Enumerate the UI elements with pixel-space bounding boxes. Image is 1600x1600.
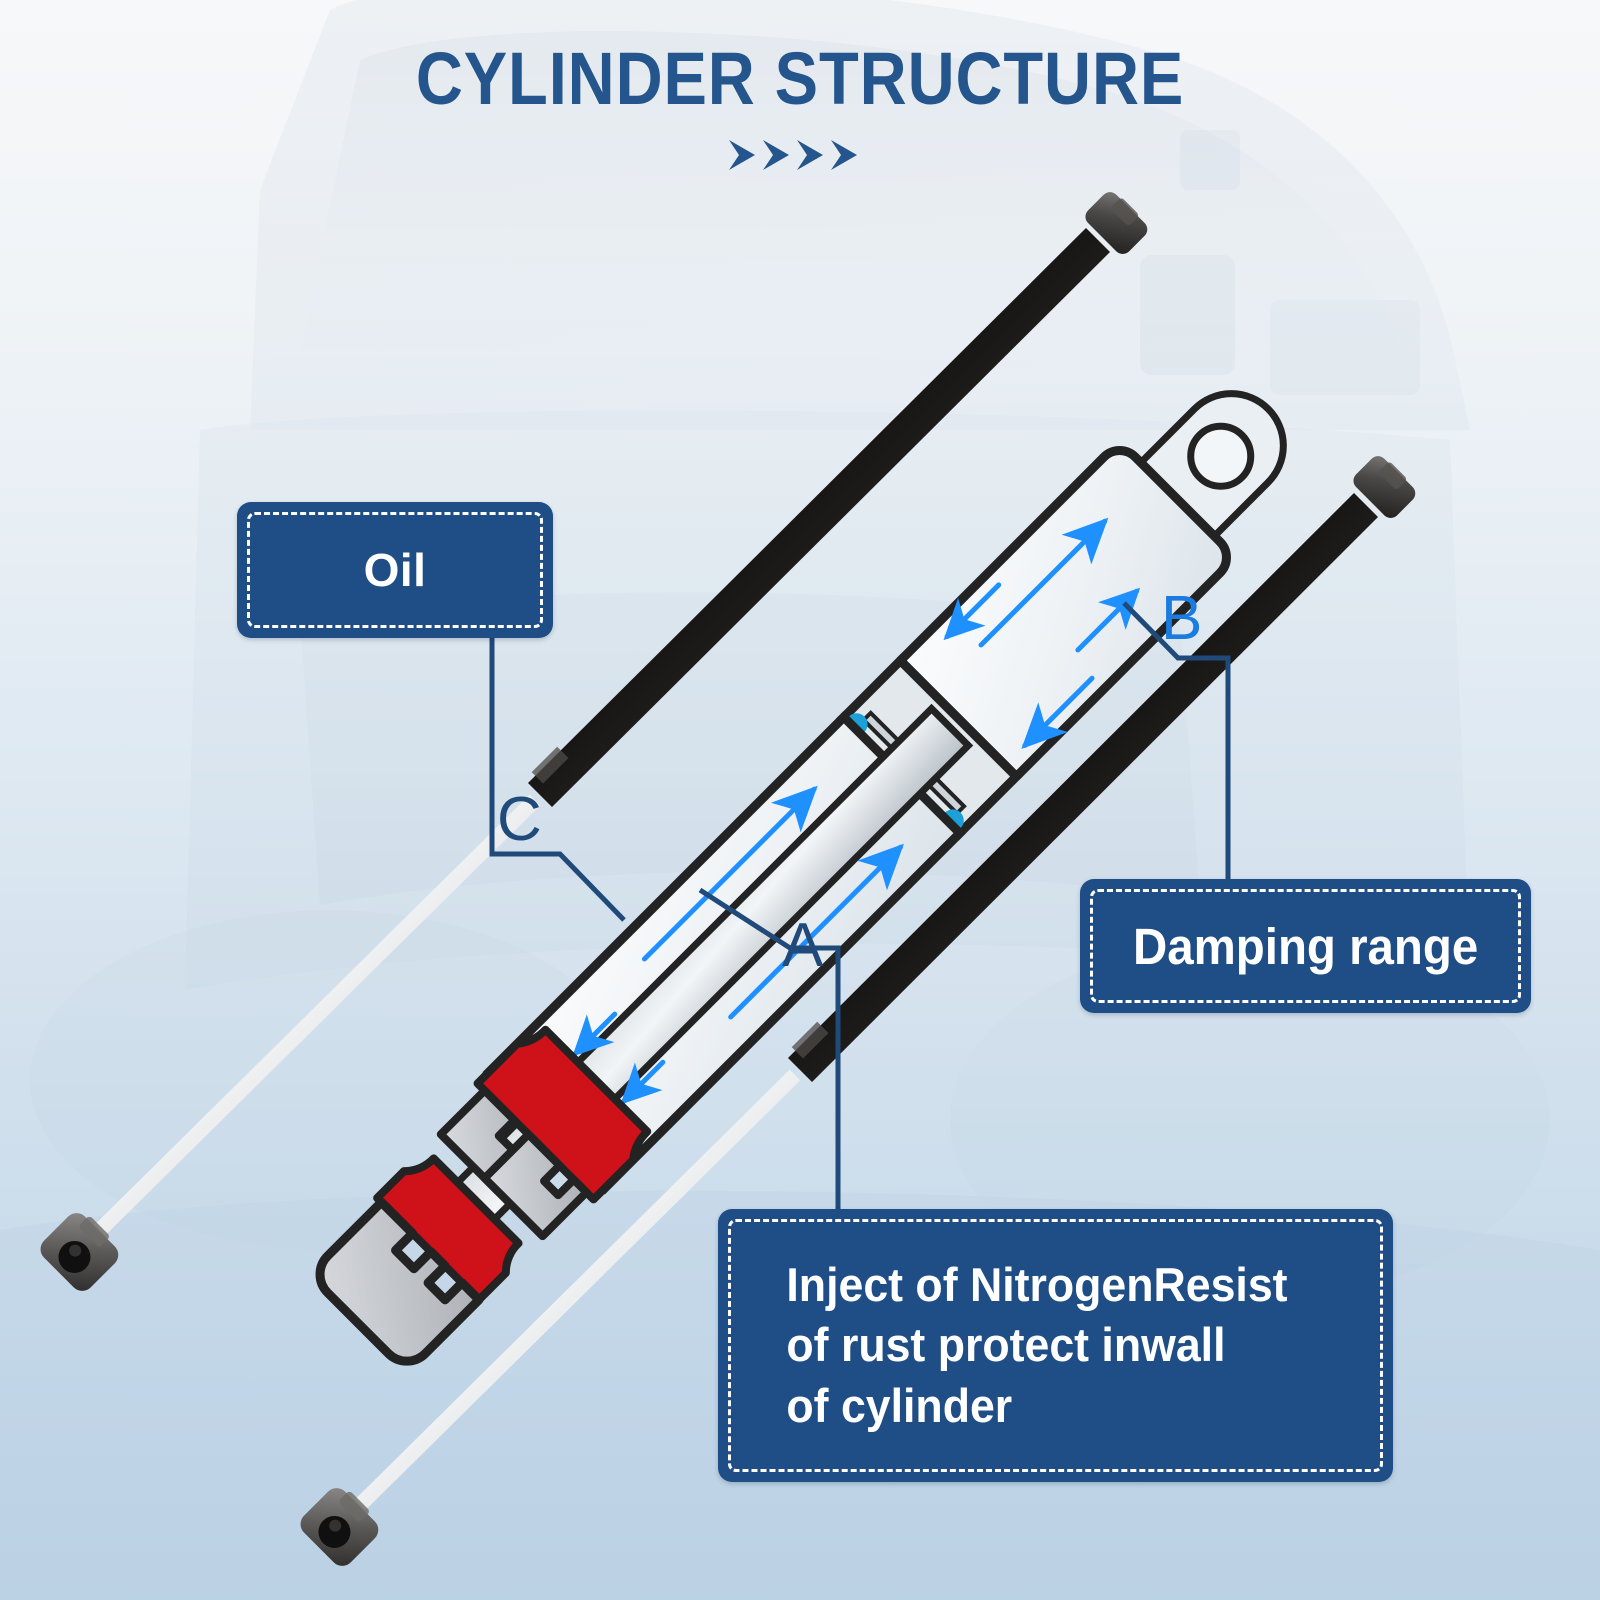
strut-rod-lower — [354, 1069, 801, 1511]
callout-inject-label: Inject of NitrogenResist of rust protect… — [718, 1255, 1359, 1435]
callout-oil[interactable]: Oil — [237, 502, 553, 638]
chevron-divider-icon — [0, 130, 1600, 180]
marker-b: B — [1161, 584, 1203, 653]
callout-damping-label: Damping range — [1132, 917, 1479, 975]
leader-oil-to-c — [489, 638, 626, 922]
strut-tube-upper — [528, 227, 1110, 808]
gas-strut-upper — [40, 192, 1148, 1291]
marker-a: A — [782, 911, 824, 980]
oil-flow-arrows — [572, 785, 904, 1105]
cutaway-assembly — [315, 390, 1287, 1366]
strut-end-cap — [1085, 192, 1148, 254]
leader-lines — [489, 601, 1231, 1209]
page-title: CYLINDER STRUCTURE — [415, 37, 1185, 120]
strut-end-cap — [1353, 456, 1416, 518]
marker-c: C — [497, 785, 542, 854]
callout-nitrogen-inject[interactable]: Inject of NitrogenResist of rust protect… — [718, 1209, 1393, 1482]
eyelet-end — [1134, 390, 1287, 543]
cylinder-tube — [895, 446, 1231, 782]
leader-b-to-damping — [1122, 601, 1231, 879]
chevron-group-icon — [729, 140, 857, 170]
strut-rod-upper — [94, 794, 541, 1236]
strut-tube-lower — [787, 492, 1379, 1083]
callout-damping-range[interactable]: Damping range — [1080, 879, 1531, 1013]
gas-flow-arrows — [943, 517, 1141, 749]
callout-inject-line-3: of cylinder — [786, 1378, 1013, 1432]
piston-seal-assembly — [315, 1025, 652, 1366]
seal-red-left — [373, 1154, 523, 1304]
gas-strut-lower — [300, 456, 1416, 1566]
callout-oil-label: Oil — [363, 544, 427, 596]
callout-inject-line-2: of rust protect inwall — [786, 1318, 1226, 1372]
callout-inject-line-1: Inject of NitrogenResist — [786, 1258, 1288, 1312]
seal-red-right — [473, 1025, 652, 1204]
leader-a-to-chamber — [698, 887, 841, 965]
